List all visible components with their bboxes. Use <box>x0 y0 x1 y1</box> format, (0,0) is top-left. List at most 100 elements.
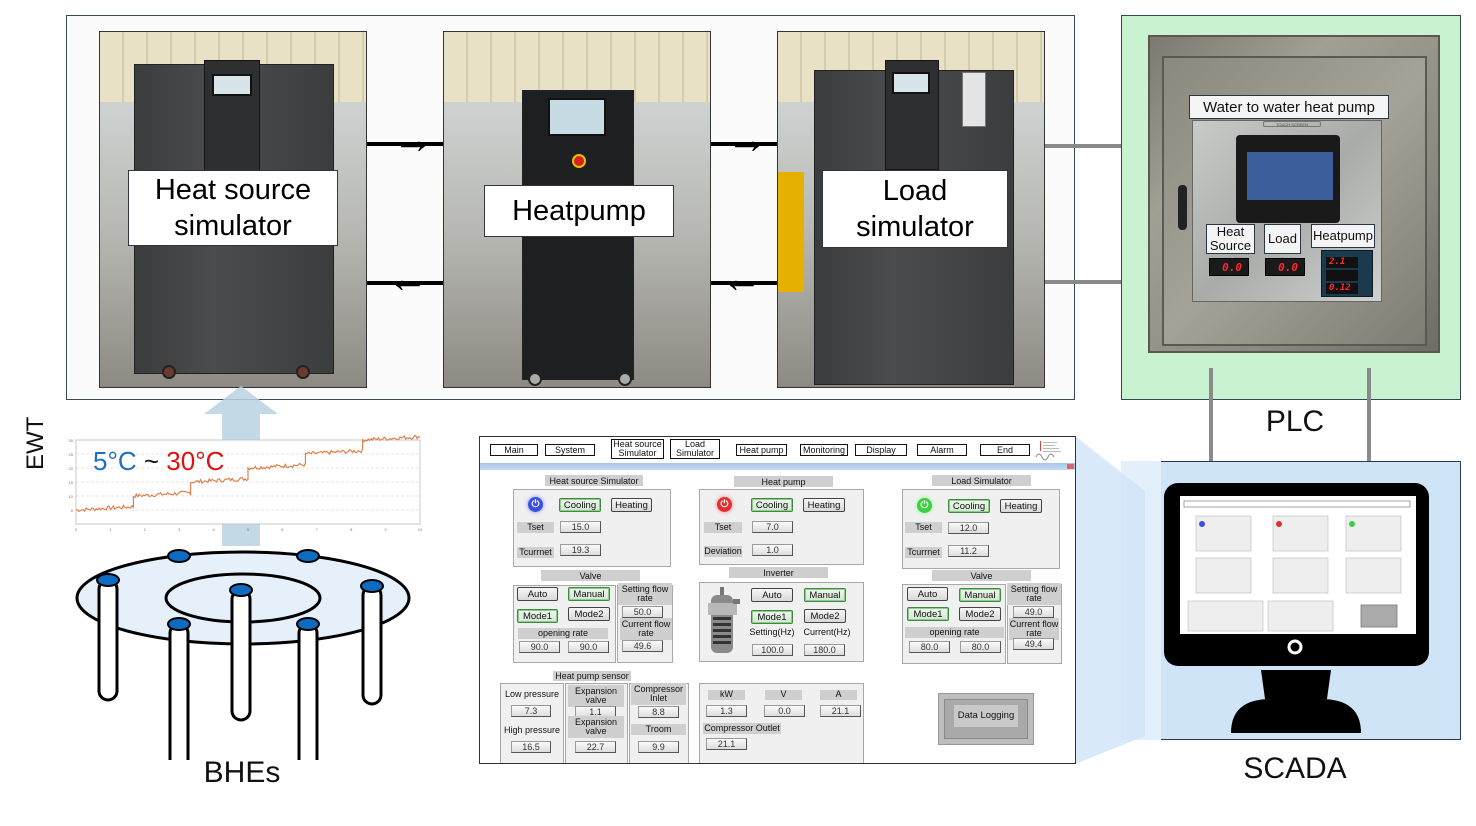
y-tick-label: 10 <box>69 494 74 499</box>
heat-source-opening-1[interactable]: 90.0 <box>519 641 560 653</box>
heat-source-meter: 0.0 <box>1209 258 1249 276</box>
y-tick-label: 30 <box>69 438 74 443</box>
heat-pump-tset-label: Tset <box>704 522 742 533</box>
x-tick-label: 5 <box>247 527 250 532</box>
expansion-valve-2-value: 22.7 <box>575 741 616 753</box>
heat-pump-cooling-button[interactable]: Cooling <box>751 498 793 512</box>
x-tick-label: 8 <box>350 527 353 532</box>
load-cooling-button[interactable]: Cooling <box>948 499 990 513</box>
flow-line-supply-1 <box>367 142 443 146</box>
bhe-well-head <box>296 549 320 563</box>
heat-source-manual-button[interactable]: Manual <box>568 587 610 601</box>
load-heating-button[interactable]: Heating <box>1000 499 1042 513</box>
bhe-well <box>97 578 119 702</box>
heat-source-tset-value[interactable]: 15.0 <box>560 521 601 533</box>
nav-monitoring-button[interactable]: Monitoring <box>800 444 848 456</box>
flow-line-return-1 <box>367 281 443 285</box>
heat-source-heating-button[interactable]: Heating <box>611 498 652 512</box>
nav-system-button[interactable]: System <box>545 444 595 456</box>
nav-end-button[interactable]: End <box>980 444 1030 456</box>
nav-heat-source-button[interactable]: Heat source Simulator <box>611 439 664 459</box>
load-power-icon[interactable]: ⏻ <box>917 498 932 513</box>
inverter-title: Inverter <box>729 567 828 578</box>
touch-screen-label: TOUCH SCREEN <box>1263 121 1321 127</box>
heat-source-power-icon[interactable]: ⏻ <box>528 497 543 512</box>
wire-plc-scada-1 <box>1209 368 1213 468</box>
heat-source-title: Heat source Simulator <box>545 475 643 486</box>
bhe-well-head <box>296 617 320 631</box>
load-label: Load simulator <box>822 170 1008 248</box>
load-opening-2[interactable]: 80.0 <box>960 641 1001 653</box>
y-tick-label: 5 <box>71 508 74 513</box>
ewt-axis-label: EWT <box>22 416 49 470</box>
heat-pump-tset-value[interactable]: 7.0 <box>752 521 793 533</box>
door-handle-icon <box>1178 185 1187 230</box>
heat-source-cooling-button[interactable]: Cooling <box>559 498 601 512</box>
nav-load-simulator-button[interactable]: Load Simulator <box>670 439 720 459</box>
bhe-diagram <box>75 549 411 760</box>
x-tick-label: 9 <box>384 527 387 532</box>
flow-line-return-2 <box>711 281 777 285</box>
expansion-valve-1-label: Expansion valve <box>568 685 624 707</box>
heat-pump-deviation-value[interactable]: 1.0 <box>752 544 793 556</box>
x-tick-label: 4 <box>212 527 215 532</box>
arrow-right-icon: → <box>393 118 433 162</box>
inverter-current-hz-value: 180.0 <box>804 644 845 656</box>
heat-source-mode2-button[interactable]: Mode2 <box>568 607 610 621</box>
heat-source-cur-flow-value: 49.6 <box>622 640 663 652</box>
sensor-title: Heat pump sensor <box>553 671 631 681</box>
heat-source-opening-label: opening rate <box>518 628 608 639</box>
load-auto-button[interactable]: Auto <box>907 587 948 601</box>
low-pressure-value: 7.3 <box>511 705 551 717</box>
load-tcurrent-label: Tcurrnet <box>905 547 942 558</box>
bhe-well <box>297 622 319 760</box>
heat-source-auto-button[interactable]: Auto <box>517 587 558 601</box>
heat-source-mode1-button[interactable]: Mode1 <box>517 609 558 623</box>
ewt-range-low: 5°C <box>93 446 137 476</box>
hmi-screen: Main System Heat source Simulator Load S… <box>479 436 1076 764</box>
nav-heat-pump-button[interactable]: Heat pump <box>736 444 787 456</box>
load-mode1-button[interactable]: Mode1 <box>907 607 949 621</box>
heatpump-meter-line-1: 2.1 <box>1326 257 1358 268</box>
load-set-flow-value[interactable]: 49.0 <box>1013 606 1054 618</box>
y-tick-label: 15 <box>69 480 74 485</box>
load-cur-flow-label: Current flow rate <box>1009 618 1059 640</box>
compressor-inlet-label: Compressor Inlet <box>631 683 686 705</box>
heat-pump-power-icon[interactable]: ⏻ <box>717 497 732 512</box>
load-tset-value[interactable]: 12.0 <box>948 522 989 534</box>
heat-source-set-flow-value[interactable]: 50.0 <box>622 606 663 618</box>
data-logging-button[interactable]: Data Logging <box>938 693 1034 745</box>
inverter-mode2-button[interactable]: Mode2 <box>804 609 846 623</box>
ewt-range-high: 30°C <box>166 446 225 476</box>
inverter-auto-button[interactable]: Auto <box>751 588 793 602</box>
arrow-left-icon: ← <box>388 257 428 301</box>
x-tick-label: 1 <box>109 527 112 532</box>
load-manual-button[interactable]: Manual <box>959 588 1001 602</box>
nav-alarm-button[interactable]: Alarm <box>917 444 967 456</box>
company-logo <box>1035 441 1061 461</box>
inverter-manual-button[interactable]: Manual <box>804 588 846 602</box>
load-meter: 0.0 <box>1265 258 1305 276</box>
inverter-setting-hz-label: Setting(Hz) <box>749 627 795 638</box>
plc-label-heatpump: Heatpump <box>1311 224 1375 248</box>
plc-label-heat-source: Heat Source <box>1206 224 1255 254</box>
inverter-mode1-button[interactable]: Mode1 <box>751 610 793 624</box>
a-value: 21.1 <box>820 705 861 717</box>
v-label: V <box>765 690 802 700</box>
load-opening-1[interactable]: 80.0 <box>909 641 950 653</box>
close-icon[interactable] <box>1067 464 1074 469</box>
high-pressure-value: 16.5 <box>511 741 551 753</box>
nav-display-button[interactable]: Display <box>855 444 907 456</box>
heat-source-valve-title: Valve <box>541 570 640 581</box>
heat-pump-heating-button[interactable]: Heating <box>803 498 845 512</box>
heat-source-opening-2[interactable]: 90.0 <box>568 641 609 653</box>
load-tset-label: Tset <box>905 522 942 533</box>
load-cur-flow-value: 49.4 <box>1013 638 1054 650</box>
load-set-flow-label: Setting flow rate <box>1007 583 1061 605</box>
nav-main-button[interactable]: Main <box>490 444 538 456</box>
load-mode2-button[interactable]: Mode2 <box>959 607 1001 621</box>
wire-plc-scada-2 <box>1367 368 1371 468</box>
ewt-range-sep: ~ <box>143 446 160 476</box>
inverter-setting-hz-value[interactable]: 100.0 <box>752 644 793 656</box>
